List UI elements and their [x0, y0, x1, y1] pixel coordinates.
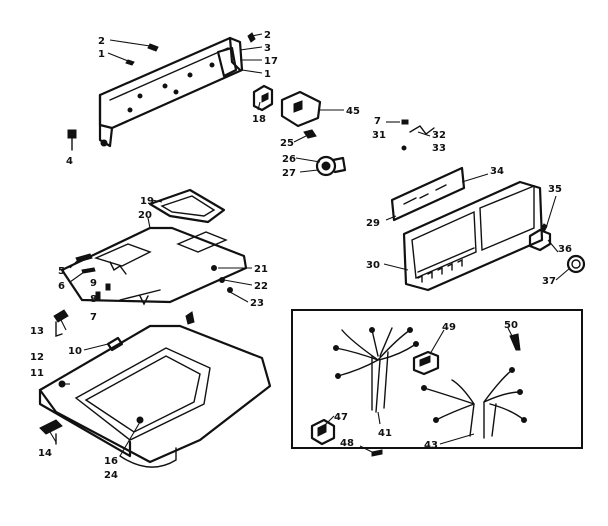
knob-part-25 — [303, 129, 317, 139]
callout-41: 41 — [378, 428, 392, 439]
callout-4: 4 — [66, 156, 73, 167]
callout-31: 31 — [372, 130, 386, 141]
callout-26: 26 — [282, 154, 296, 165]
callout-35: 35 — [548, 184, 562, 195]
callout-47: 47 — [334, 412, 348, 423]
callout-6: 6 — [58, 281, 65, 292]
callout-16: 16 — [104, 456, 118, 467]
callout-7: 7 — [374, 116, 381, 127]
callout-30: 30 — [366, 260, 380, 271]
callout-11: 11 — [30, 368, 44, 379]
callout-48: 48 — [340, 438, 354, 449]
callout-22: 22 — [254, 281, 268, 292]
callout-43: 43 — [424, 440, 438, 451]
screw-part-4 — [67, 129, 77, 151]
callout-17: 17 — [264, 56, 278, 67]
screw-part-31 — [401, 119, 409, 125]
console-panel — [390, 166, 544, 292]
callout-34: 34 — [490, 166, 504, 177]
callout-2: 2 — [264, 30, 271, 41]
callout-45: 45 — [346, 106, 360, 117]
callout-9: 9 — [90, 278, 97, 289]
console-bracket — [98, 36, 244, 148]
bracket-part-13 — [53, 309, 69, 337]
callout-13: 13 — [30, 326, 44, 337]
callout-3: 3 — [264, 43, 271, 54]
callout-33: 33 — [432, 143, 446, 154]
hinge-parts-5-6 — [75, 253, 96, 274]
screw-part-2 — [147, 43, 159, 52]
screw-part-1 — [125, 59, 135, 66]
callout-29: 29 — [366, 218, 380, 229]
harness-part-41 — [333, 327, 419, 413]
callout-27: 27 — [282, 168, 296, 179]
callouts: 2 1 2 3 17 1 4 18 45 25 26 27 7 31 32 33… — [30, 30, 572, 481]
callout-1: 1 — [264, 69, 271, 80]
switch-part-18 — [252, 84, 274, 112]
callout-24: 24 — [104, 470, 118, 481]
callout-20: 20 — [138, 210, 152, 221]
callout-37: 37 — [542, 276, 556, 287]
screw-part-48 — [371, 449, 383, 457]
callout-2: 2 — [98, 36, 105, 47]
callout-32: 32 — [432, 130, 446, 141]
clip-part-10 — [106, 336, 124, 352]
switch-part-49 — [412, 350, 440, 376]
clip-part-50 — [509, 333, 521, 351]
knob-part-37 — [566, 254, 586, 274]
parts-7-8-9 — [95, 283, 195, 325]
callout-12: 12 — [30, 352, 44, 363]
callout-5: 5 — [58, 266, 65, 277]
callout-19: 19 — [140, 196, 154, 207]
callout-50: 50 — [504, 320, 518, 331]
callout-36: 36 — [558, 244, 572, 255]
timer-part-27 — [315, 155, 347, 177]
callout-7: 7 — [90, 312, 97, 323]
switch-part-45 — [280, 90, 322, 128]
callout-8: 8 — [90, 294, 97, 305]
screw-part-2b — [247, 32, 256, 43]
callout-14: 14 — [38, 448, 52, 459]
callout-1: 1 — [98, 49, 105, 60]
callout-49: 49 — [442, 322, 456, 333]
callout-18: 18 — [252, 114, 266, 125]
callout-23: 23 — [250, 298, 264, 309]
lid-part-19 — [148, 188, 226, 224]
wire-part-32 — [401, 125, 435, 151]
relay-part-47 — [310, 418, 336, 446]
callout-25: 25 — [280, 138, 294, 149]
leveling-leg-part-14 — [39, 419, 63, 445]
wiring-inset — [291, 309, 583, 449]
leader-lines — [49, 33, 571, 457]
callout-21: 21 — [254, 264, 268, 275]
cabinet-base — [38, 324, 272, 468]
harness-part-43 — [421, 367, 527, 439]
callout-10: 10 — [68, 346, 82, 357]
